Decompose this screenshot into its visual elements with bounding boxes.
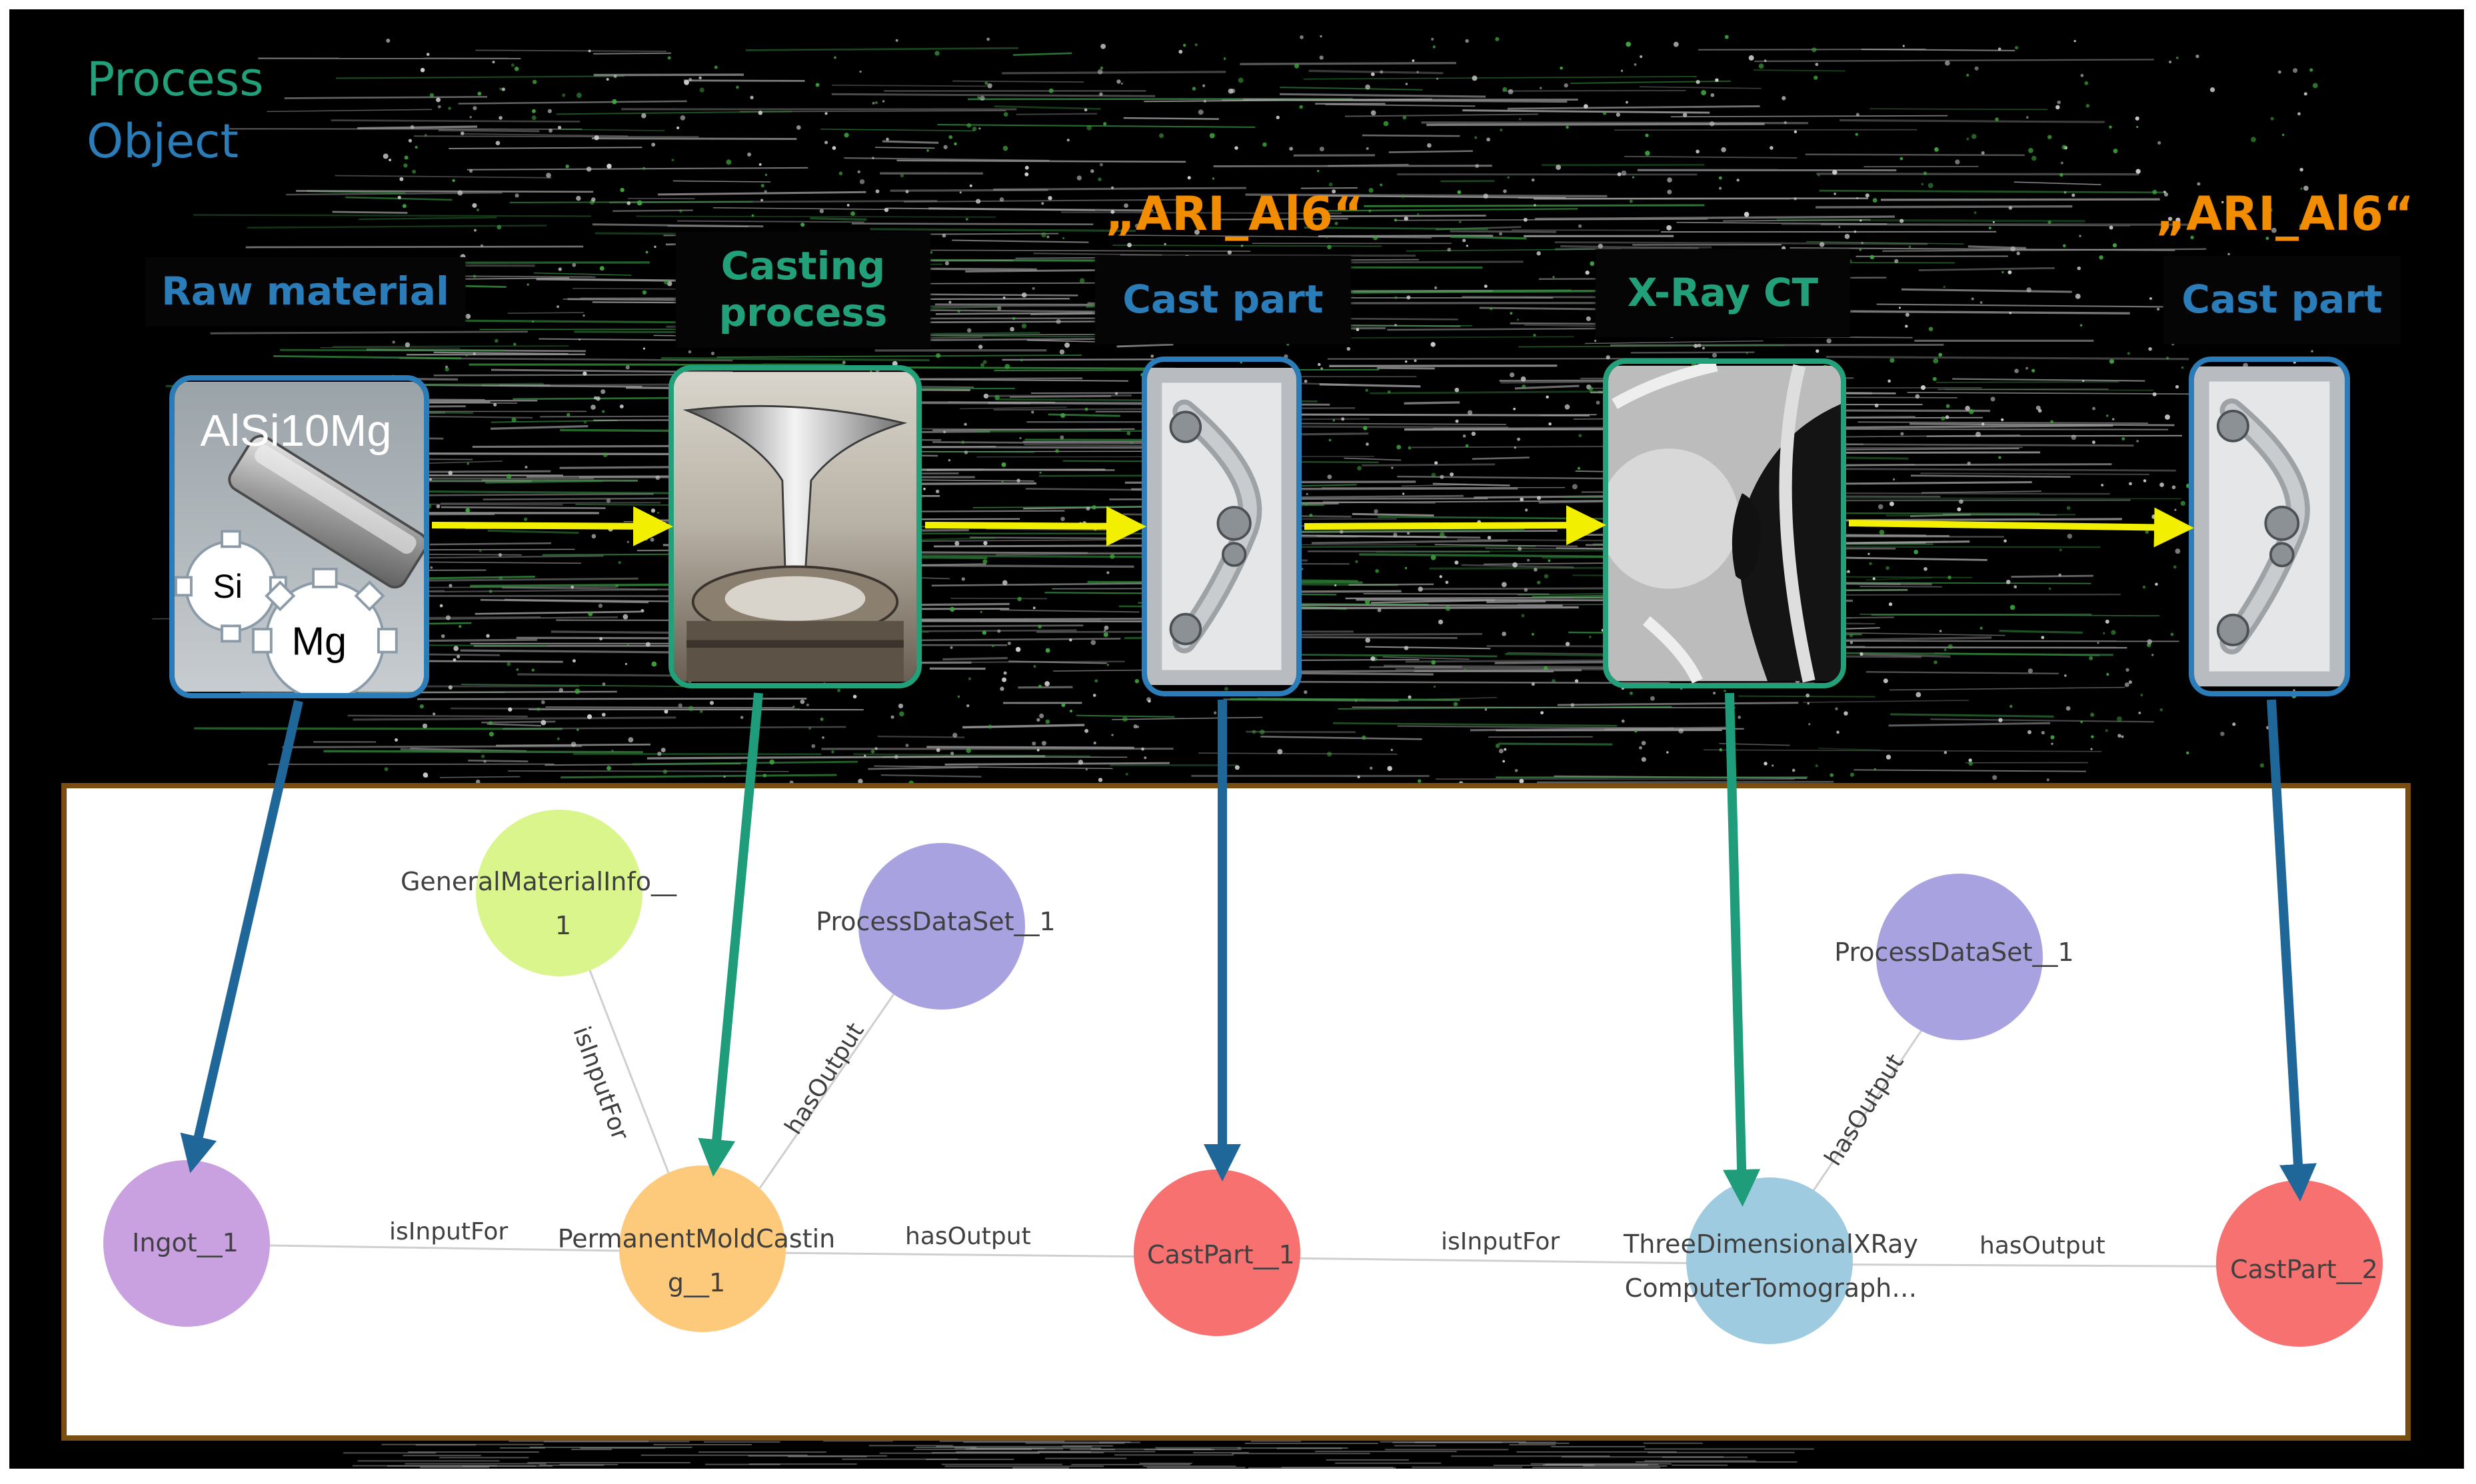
node-label-xray-1: ThreeDimensionalXRay xyxy=(1623,1229,1919,1259)
raw-material-image: AlSi10Mg Si Mg xyxy=(169,375,429,698)
node-process-dataset-1[interactable] xyxy=(858,843,1025,1010)
stage-label-cast-part-2: Cast part xyxy=(2163,256,2401,344)
node-ingot[interactable] xyxy=(103,1160,270,1327)
cast-part-1-image xyxy=(1142,357,1302,696)
gear-mg-icon: Mg xyxy=(252,568,398,693)
knowledge-graph-panel: Ingot__1 PermanentMoldCastin g__1 CastPa… xyxy=(61,783,2411,1441)
node-label-ingot: Ingot__1 xyxy=(132,1228,239,1257)
node-label-pds-1: ProcessDataSet__1 xyxy=(816,907,1056,936)
node-process-dataset-2[interactable] xyxy=(1876,874,2043,1040)
stage-label-casting-process: Casting process xyxy=(676,232,930,348)
edge-xray-castpart2 xyxy=(1768,1263,2301,1268)
node-cast-part-2[interactable] xyxy=(2216,1180,2383,1347)
edge-xray-pds2 xyxy=(1812,1013,1934,1192)
node-label-xray-2: ComputerTomograph… xyxy=(1624,1273,1917,1303)
node-label-gmi-2: 1 xyxy=(555,911,572,940)
node-xray-ct[interactable] xyxy=(1686,1177,1853,1344)
xray-ct-image xyxy=(1603,359,1846,688)
node-label-casting-2: g__1 xyxy=(667,1268,726,1297)
edge-castpart1-xray xyxy=(1222,1256,1769,1265)
stage-label-raw-material: Raw material xyxy=(145,257,465,327)
edge-label-xray-castpart2: hasOutput xyxy=(1979,1232,2105,1259)
edge-label-casting-castpart1: hasOutput xyxy=(905,1223,1031,1250)
casting-picture xyxy=(674,372,916,682)
gear-si-label: Si xyxy=(213,568,243,605)
gear-si-icon: Si xyxy=(175,530,287,643)
edge-label-ingot-casting: isInputFor xyxy=(389,1218,509,1245)
stage-quote-cast-part-2: „ARI_Al6“ xyxy=(2155,187,2415,241)
ct-scan-picture xyxy=(1608,364,1841,683)
node-label-cast-part-2: CastPart__2 xyxy=(2230,1255,2378,1284)
edge-label-castpart1-xray: isInputFor xyxy=(1441,1228,1560,1255)
ingot-picture: AlSi10Mg Si Mg xyxy=(175,381,424,693)
node-permanent-mold-casting[interactable] xyxy=(619,1165,786,1332)
node-label-casting-1: PermanentMoldCastin xyxy=(557,1224,836,1253)
alloy-label: AlSi10Mg xyxy=(200,406,391,456)
stage-quote-cast-part-1: „ARI_Al6“ xyxy=(1105,187,1364,241)
gear-mg-label: Mg xyxy=(291,618,347,663)
node-label-gmi-1: GeneralMaterialInfo__ xyxy=(400,867,677,896)
node-general-material-info[interactable] xyxy=(476,810,642,976)
cast-part-2-image xyxy=(2189,357,2350,696)
node-cast-part-1[interactable] xyxy=(1134,1169,1300,1336)
casting-process-image xyxy=(668,365,922,688)
stage-label-xray-ct: X-Ray CT xyxy=(1596,249,1850,337)
stage-label-cast-part-1: Cast part xyxy=(1095,256,1351,344)
node-label-pds-2: ProcessDataSet__1 xyxy=(1834,938,2074,967)
legend-process: Process xyxy=(87,52,264,107)
legend-object: Object xyxy=(87,114,239,169)
cast-part-picture xyxy=(1147,368,1296,685)
node-label-cast-part-1: CastPart__1 xyxy=(1147,1240,1295,1269)
cast-part-picture xyxy=(2194,366,2345,687)
